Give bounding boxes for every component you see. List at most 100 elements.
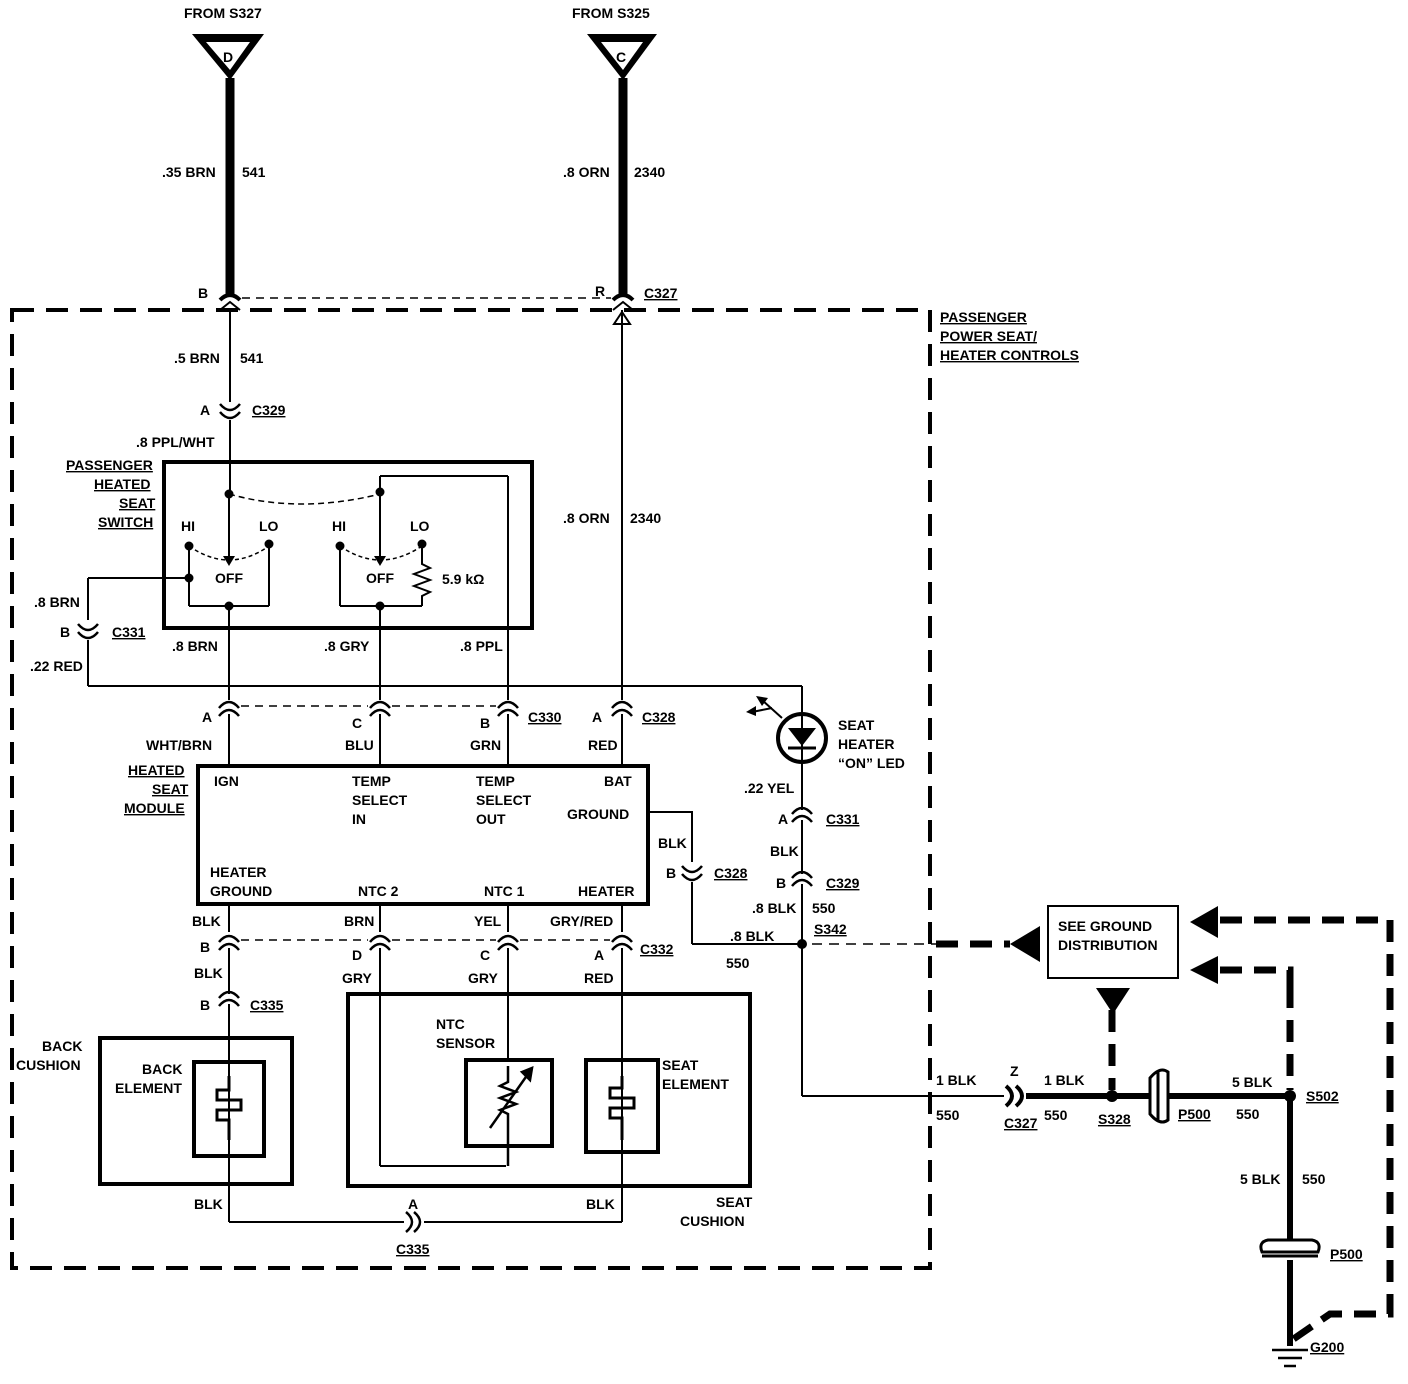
w541-inner-gauge: .5 BRN: [174, 350, 220, 366]
c335-top-label: C335: [250, 997, 284, 1013]
from-s327-label: FROM S327: [184, 5, 262, 21]
module-bat: BAT: [604, 773, 632, 789]
wire-blu: BLU: [345, 737, 374, 753]
switch-section-1: [184, 489, 274, 611]
enclosure-label-3: HEATER CONTROLS: [940, 347, 1079, 363]
c327-label: C327: [644, 285, 678, 301]
sw-out-ppl: .8 PPL: [460, 638, 503, 654]
sw-out-brn: .8 BRN: [172, 638, 218, 654]
w2340-gauge: .8 ORN: [563, 164, 610, 180]
switch-label-4: SWITCH: [98, 514, 153, 530]
c331-right-label: C331: [826, 811, 860, 827]
module-temp-in-3: IN: [352, 811, 366, 827]
chain-w3-gauge: 5 BLK: [1232, 1074, 1272, 1090]
ground-arrow-left: [1010, 926, 1040, 962]
ground-icon: [1272, 1348, 1308, 1368]
sw-out-gry: .8 GRY: [324, 638, 370, 654]
c330-connector: [218, 700, 519, 717]
switch2-hi: HI: [332, 518, 346, 534]
switch2-off: OFF: [366, 570, 394, 586]
module-temp-out-3: OUT: [476, 811, 506, 827]
module-ground: GROUND: [567, 806, 629, 822]
c331-right-pin: A: [778, 811, 788, 827]
ground-dist-label-1: SEE GROUND: [1058, 918, 1152, 934]
seat-element: [584, 1058, 660, 1154]
c327-pin-b: B: [198, 285, 208, 301]
chain-w1-circuit: 550: [936, 1107, 960, 1123]
c328-b-label: C328: [714, 865, 748, 881]
ground-dashed-path-inner: [1220, 966, 1294, 986]
chain-w3-circuit: 550: [1236, 1106, 1260, 1122]
c332-label: C332: [640, 941, 674, 957]
chain-v-gauge: 5 BLK: [1240, 1171, 1280, 1187]
terminal-d-symbol: D: [192, 34, 264, 80]
s342-label: S342: [814, 921, 847, 937]
back-element-heater-icon: [215, 1076, 243, 1140]
orn-mid-circuit: 2340: [630, 510, 661, 526]
c328-b-blk: BLK: [658, 835, 687, 851]
wire-wht-brn: WHT/BRN: [146, 737, 212, 753]
left-branch-pin: B: [60, 624, 70, 640]
led-label-2: HEATER: [838, 736, 895, 752]
back-cushion: [98, 1036, 294, 1186]
c327-pin-r: R: [595, 283, 605, 299]
seat-heater-led: [746, 696, 828, 764]
module-temp-in-1: TEMP: [352, 773, 391, 789]
ground-arrow-right-upper: [1190, 906, 1218, 938]
back-element-label-1: BACK: [142, 1061, 182, 1077]
c332-pin-c: C: [480, 947, 490, 963]
switch-label-3: SEAT: [119, 495, 156, 511]
ground-arrow-down: [1096, 988, 1130, 1014]
seat-cushion-label-2: CUSHION: [680, 1213, 745, 1229]
s328-label: S328: [1098, 1111, 1131, 1127]
c332-connector: [218, 934, 633, 951]
c332-gry-2: GRY: [468, 970, 498, 986]
chain-z-pin: Z: [1010, 1063, 1019, 1079]
c332-blk-2: BLK: [194, 965, 223, 981]
seat-element-heater-icon: [608, 1076, 636, 1140]
c328-b-pin: B: [666, 865, 676, 881]
c331-left-connector: [77, 623, 99, 640]
svg-text:C: C: [616, 49, 626, 65]
c330-pin-a: A: [202, 709, 212, 725]
s342-circuit: 550: [726, 955, 750, 971]
module-heater-gnd-2: GROUND: [210, 883, 272, 899]
p500-inline-label: P500: [1178, 1106, 1211, 1122]
c335-bottom-connector: [405, 1211, 422, 1233]
c335-top-pin: B: [200, 997, 210, 1013]
c335-top-connector: [218, 990, 240, 1007]
blk-a-label: BLK: [770, 843, 799, 859]
back-element-label-2: ELEMENT: [115, 1080, 182, 1096]
c335-bottom-label: C335: [396, 1241, 430, 1257]
c329-top-connector: [219, 403, 241, 420]
wire-grn: GRN: [470, 737, 501, 753]
chain-c327-label: C327: [1004, 1115, 1038, 1131]
switch2-lo: LO: [410, 518, 430, 534]
p500-vertical-connector: [1259, 1238, 1321, 1258]
module-label-1: HEATED: [128, 762, 185, 778]
module-ntc1: NTC 1: [484, 883, 525, 899]
c329-right-label: C329: [826, 875, 860, 891]
left-branch-red: .22 RED: [30, 658, 83, 674]
seat-element-label-1: SEAT: [662, 1057, 699, 1073]
module-temp-out-2: SELECT: [476, 792, 532, 808]
ppl-wht-label: .8 PPL/WHT: [136, 434, 215, 450]
heated-seat-module: [196, 764, 650, 906]
switch1-off: OFF: [215, 570, 243, 586]
bottom-blk-left: BLK: [194, 1196, 223, 1212]
module-ign: IGN: [214, 773, 239, 789]
back-cushion-label-2: CUSHION: [16, 1057, 81, 1073]
seat-cushion: [346, 992, 752, 1188]
w541-circuit: 541: [242, 164, 266, 180]
orn-mid-gauge: .8 ORN: [563, 510, 610, 526]
back-element: [192, 1060, 266, 1158]
chain-w2-circuit: 550: [1044, 1107, 1068, 1123]
enclosure-label-2: POWER SEAT/: [940, 328, 1037, 344]
c330-label: C330: [528, 709, 562, 725]
w541-gauge: .35 BRN: [162, 164, 216, 180]
switch-label-1: PASSENGER: [66, 457, 153, 473]
left-branch-conn: C331: [112, 624, 146, 640]
passenger-power-seat-enclosure: [10, 308, 932, 1270]
ground-distribution-box: [1047, 905, 1179, 979]
